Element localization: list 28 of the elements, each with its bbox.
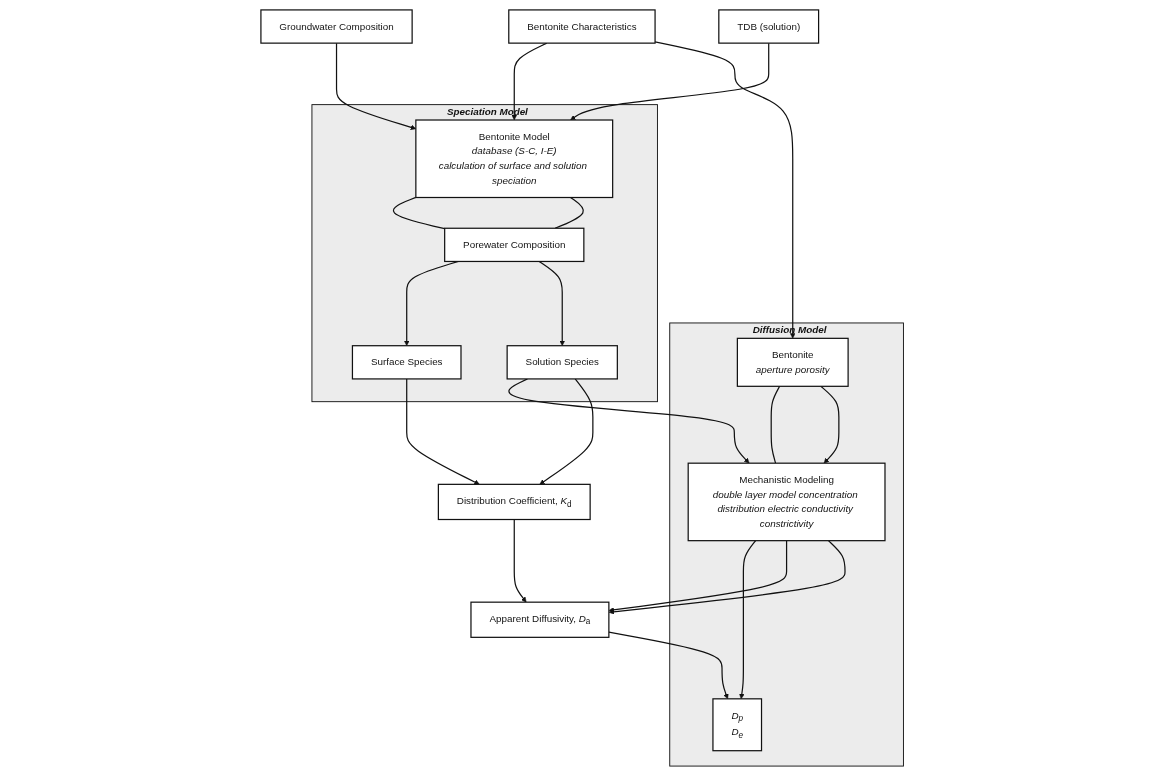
connector <box>392 196 446 230</box>
arrow <box>508 378 750 464</box>
node-box: D$_{p}$ D$_{e}$ <box>712 698 762 752</box>
node-box: Bentonite aperture porosity <box>736 337 849 387</box>
connector <box>770 385 781 464</box>
node-box: Bentonite Model database (S-C, I-E) calculation of surface and solution speciation <box>415 119 614 199</box>
node-box: TDB (solution) <box>718 9 820 44</box>
arrow <box>513 518 527 603</box>
arrow <box>405 378 480 485</box>
arrow <box>608 540 787 613</box>
arrow <box>608 540 846 615</box>
arrow <box>654 41 796 339</box>
node-box: Distribution Coefficient, K$_{d}$ <box>437 483 591 521</box>
node-box: Surface Species <box>351 345 462 380</box>
arrow <box>335 42 416 130</box>
connector <box>554 196 584 229</box>
node-box: Bentonite Characteristics <box>507 9 656 44</box>
node-box: Apparent Diffusivity, D$_{a}$ <box>470 601 610 638</box>
arrow <box>539 378 594 485</box>
node-box: Solution Species <box>506 345 618 380</box>
arrow <box>538 260 565 346</box>
arrow <box>738 540 757 700</box>
arrow <box>608 631 729 700</box>
arrow <box>570 42 770 121</box>
node-box: Porewater Composition <box>443 227 585 263</box>
node-box: Groundwater Composition <box>260 9 413 44</box>
arrow <box>820 385 840 464</box>
node-box: Mechanistic Modeling double layer model concentration distribution electric conductivity constrictivity <box>687 462 886 542</box>
